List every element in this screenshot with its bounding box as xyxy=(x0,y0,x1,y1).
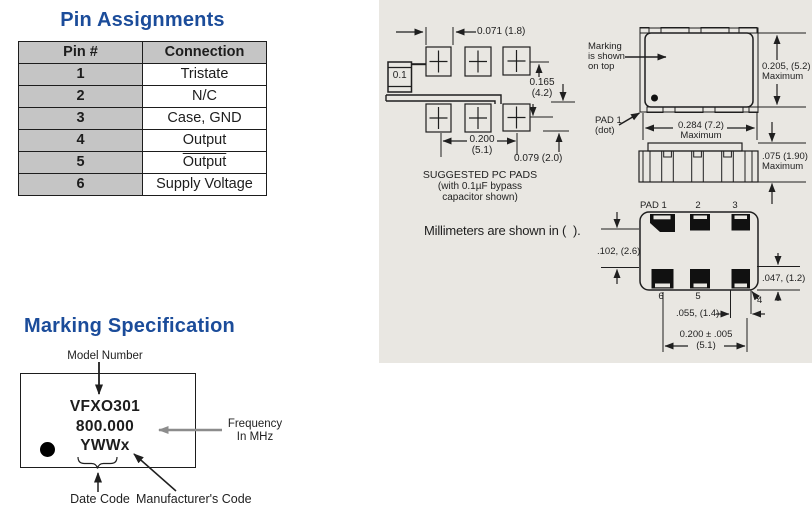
dim-width-label-1: 0.284 (7.2) xyxy=(678,119,724,131)
dim-pad-height-label: .047, (1.2) xyxy=(762,272,806,284)
dim-below-label: 0.079 (2.0) xyxy=(514,153,563,164)
bottom-pad6-label: 6 xyxy=(658,290,664,302)
pad4-pointer-arrow xyxy=(751,291,761,301)
connection-cell: Output xyxy=(142,129,267,152)
table-row: 2 N/C xyxy=(18,85,267,108)
pad1-dot-icon xyxy=(40,442,55,457)
table-row: 6 Supply Voltage xyxy=(18,173,267,196)
dim-pitch-label-1: 0.200 ± .005 xyxy=(679,329,733,340)
dim-0284 xyxy=(642,113,758,140)
pin-number-cell: 5 xyxy=(18,151,143,174)
pc-pads-diagram xyxy=(385,27,575,157)
dim-horiz-label-1: 0.200 xyxy=(469,134,495,145)
connection-cell: Tristate xyxy=(142,63,267,86)
dim-height-label-2: Maximum xyxy=(762,70,804,82)
date-manufacturer-code-text: YWWx xyxy=(80,437,130,454)
bottom-pad3-label: 3 xyxy=(732,200,738,211)
table-row: 5 Output xyxy=(18,151,267,174)
connection-cell: N/C xyxy=(142,85,267,108)
pad1-label-2: (dot) xyxy=(595,124,615,136)
table-row: 1 Tristate xyxy=(18,63,267,86)
pc-pads-caption-2: (with 0.1µF bypass xyxy=(437,181,523,192)
date-code-brace xyxy=(77,456,118,469)
marking-annotation-arrows xyxy=(77,362,222,492)
dim-horiz-label-2: (5.1) xyxy=(471,144,493,156)
dim-0079 xyxy=(543,130,569,152)
dim-0200-pads xyxy=(440,133,518,157)
units-note: Millimeters are shown in ( ). xyxy=(424,223,581,238)
pad1-pointer-arrow xyxy=(618,112,640,126)
dim-vert-label-2: (4.2) xyxy=(531,87,553,99)
model-number-text: VFXO301 xyxy=(69,398,141,415)
marking-note-1: Marking xyxy=(588,40,622,52)
pin-number-cell: 6 xyxy=(18,173,143,196)
pc-pads-caption-1: SUGGESTED PC PADS xyxy=(422,169,538,181)
bottom-pad4-label: 4 xyxy=(757,295,763,306)
dim-0205 xyxy=(758,32,806,108)
bottom-pad5-label: 5 xyxy=(695,290,701,302)
pin-assignments-table: Pin # Connection 1 Tristate 2 N/C 3 Case… xyxy=(18,41,267,196)
dim-offset-label: .102, (2.6) xyxy=(597,246,641,257)
bypass-capacitor xyxy=(385,61,502,104)
package-drawing-panel: 0.071 (1.8) 0.1 0.165 (4.2) 0.200 (5.1) … xyxy=(379,0,812,363)
dim-vert-label-1: 0.165 xyxy=(529,77,555,88)
marking-note-3: on top xyxy=(588,60,615,72)
dim-0047 xyxy=(757,253,800,301)
frequency-text: 800.000 xyxy=(75,417,135,435)
dim-pitch-label-2: (5.1) xyxy=(696,340,716,351)
package-top-view xyxy=(618,27,806,140)
dim-0055 xyxy=(716,290,765,318)
table-row: 3 Case, GND xyxy=(18,107,267,130)
marking-specification-title: Marking Specification xyxy=(24,315,235,337)
pad1-dot-icon xyxy=(651,94,658,102)
frequency-label-line1: Frequency xyxy=(227,418,283,430)
pin-number-cell: 3 xyxy=(18,107,143,130)
connection-cell: Supply Voltage xyxy=(142,173,267,196)
pin-number-header: Pin # xyxy=(18,41,143,64)
dim-thickness-label-2: Maximum xyxy=(762,160,804,172)
table-header-row: Pin # Connection xyxy=(18,41,267,64)
pin-number-cell: 1 xyxy=(18,63,143,86)
dim-0102 xyxy=(601,212,639,284)
table-row: 4 Output xyxy=(18,129,267,152)
dim-height-label-1: 0.205, (5.2) xyxy=(762,60,811,72)
connection-header: Connection xyxy=(142,41,267,64)
manufacturers-code-arrow xyxy=(133,453,177,492)
package-side-view xyxy=(638,122,806,204)
connection-cell: Case, GND xyxy=(142,107,267,130)
dim-pad-width-label: .055, (1.4) xyxy=(676,308,720,319)
pin-number-cell: 4 xyxy=(18,129,143,152)
pin-number-cell: 2 xyxy=(18,85,143,108)
dim-0075 xyxy=(758,122,806,204)
connection-cell-inverted-output: Output xyxy=(142,151,267,174)
model-number-label: Model Number xyxy=(67,350,143,362)
pad-cross-marks xyxy=(429,50,526,129)
dim-0200-pitch xyxy=(662,292,748,352)
pin-assignments-title: Pin Assignments xyxy=(60,9,225,31)
overlined-output-text: Output xyxy=(182,154,227,171)
pc-pads-caption-3: capacitor shown) xyxy=(442,191,518,203)
dim-0165 xyxy=(529,61,575,118)
marking-note-2: is shown xyxy=(588,50,625,62)
frequency-label-line2: In MHz xyxy=(236,430,274,443)
date-code-label: Date Code xyxy=(70,492,130,506)
dim-0071 xyxy=(396,27,476,45)
dim-gap-label: 0.071 (1.8) xyxy=(477,25,526,37)
dim-width-label-2: Maximum xyxy=(680,129,722,141)
dim-thickness-label-1: .075 (1.90) xyxy=(762,150,808,162)
castellation-tabs xyxy=(639,27,759,113)
bottom-pad1-label: PAD 1 xyxy=(640,200,667,211)
device-marking-text: VFXO301 800.000 YWWx xyxy=(30,397,180,456)
capacitor-value-label: 0.1 xyxy=(392,70,407,81)
pad1-label-1: PAD 1 xyxy=(595,114,622,126)
package-drawing-graphics xyxy=(385,27,806,352)
package-bottom-view xyxy=(601,211,800,352)
bottom-pad2-label: 2 xyxy=(695,200,701,211)
manufacturers-code-label: Manufacturer's Code xyxy=(136,492,252,506)
